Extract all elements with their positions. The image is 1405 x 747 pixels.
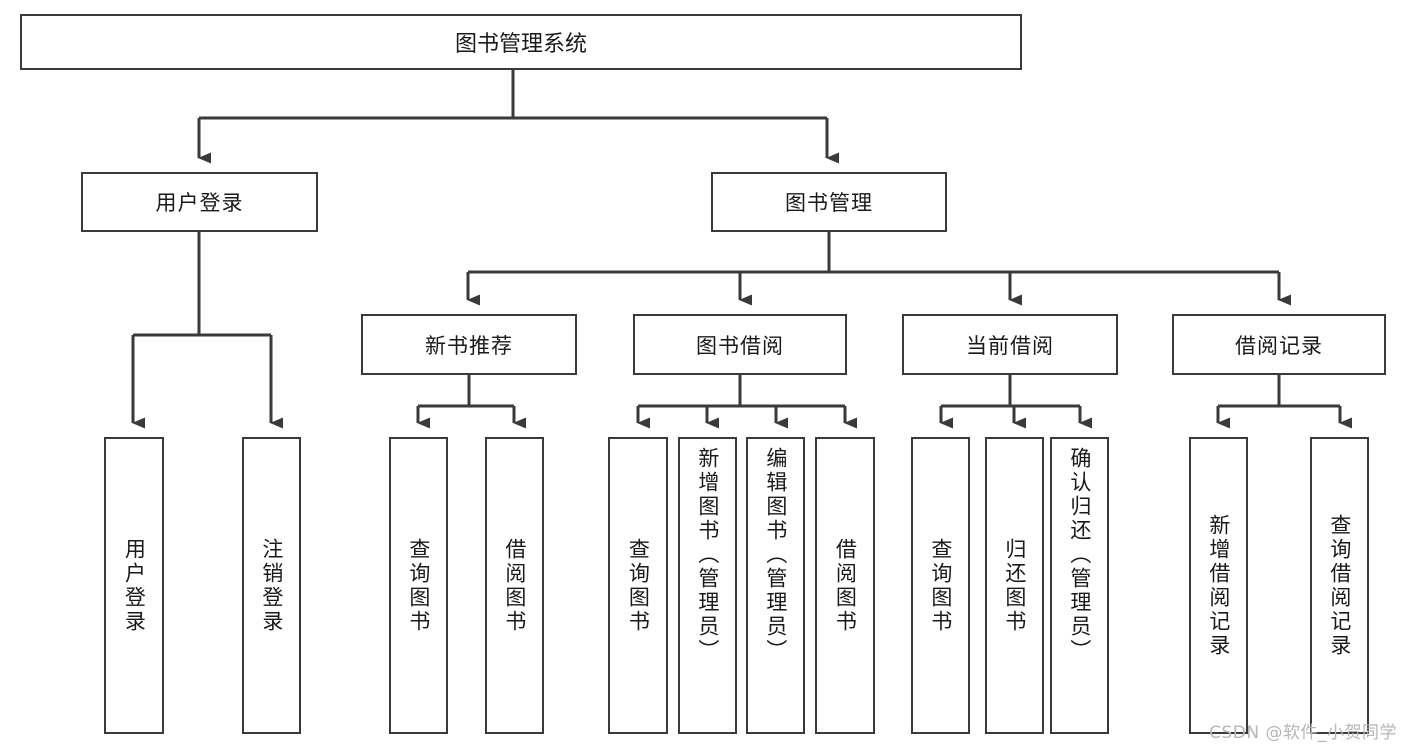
leaf-label: 注销登录 (259, 537, 284, 634)
leaf-label: 归还图书 (1002, 537, 1027, 634)
leaf-user-login[interactable]: 用户登录 (104, 437, 164, 734)
node-new-book-recommend-label: 新书推荐 (425, 333, 513, 358)
node-book-management[interactable]: 图书管理 (711, 172, 947, 232)
leaf-query-books-borrow[interactable]: 查询图书 (608, 437, 668, 734)
leaf-logout[interactable]: 注销登录 (242, 437, 301, 734)
leaf-label: 确认归还（管理员） (1067, 447, 1092, 663)
leaf-label: 用户登录 (122, 537, 147, 634)
leaf-confirm-return-admin[interactable]: 确认归还（管理员） (1050, 437, 1109, 734)
node-borrow-records[interactable]: 借阅记录 (1172, 314, 1386, 375)
leaf-label: 编辑图书（管理员） (763, 447, 788, 663)
leaf-query-books-recommend[interactable]: 查询图书 (389, 437, 448, 734)
node-root-label: 图书管理系统 (454, 32, 587, 57)
leaf-return-books[interactable]: 归还图书 (985, 437, 1044, 734)
watermark: CSDN @软件_小贺同学 (1209, 723, 1397, 743)
leaf-label: 借阅图书 (502, 537, 527, 634)
node-book-management-label: 图书管理 (785, 191, 873, 215)
node-book-borrow[interactable]: 图书借阅 (633, 314, 847, 375)
leaf-edit-book-admin[interactable]: 编辑图书（管理员） (746, 437, 805, 734)
leaf-label: 查询图书 (928, 537, 953, 634)
node-user-login[interactable]: 用户登录 (81, 172, 318, 232)
node-book-borrow-label: 图书借阅 (696, 333, 784, 358)
leaf-label: 查询图书 (406, 537, 431, 634)
leaf-borrow-books[interactable]: 借阅图书 (815, 437, 875, 734)
leaf-label: 新增借阅记录 (1206, 513, 1231, 658)
node-user-login-label: 用户登录 (155, 191, 244, 215)
node-borrow-records-label: 借阅记录 (1235, 333, 1323, 358)
leaf-add-book-admin[interactable]: 新增图书（管理员） (678, 437, 737, 734)
leaf-label: 查询图书 (626, 537, 651, 634)
leaf-label: 新增图书（管理员） (695, 447, 720, 663)
node-current-borrow[interactable]: 当前借阅 (902, 314, 1118, 375)
leaf-label: 查询借阅记录 (1327, 513, 1352, 658)
leaf-add-borrow-record[interactable]: 新增借阅记录 (1189, 437, 1248, 734)
node-root[interactable]: 图书管理系统 (20, 14, 1022, 70)
leaf-borrow-books-recommend[interactable]: 借阅图书 (485, 437, 544, 734)
leaf-query-borrow-record[interactable]: 查询借阅记录 (1310, 437, 1369, 734)
leaf-label: 借阅图书 (833, 537, 858, 634)
node-new-book-recommend[interactable]: 新书推荐 (361, 314, 577, 375)
leaf-query-books-current[interactable]: 查询图书 (911, 437, 970, 734)
node-current-borrow-label: 当前借阅 (966, 333, 1054, 358)
